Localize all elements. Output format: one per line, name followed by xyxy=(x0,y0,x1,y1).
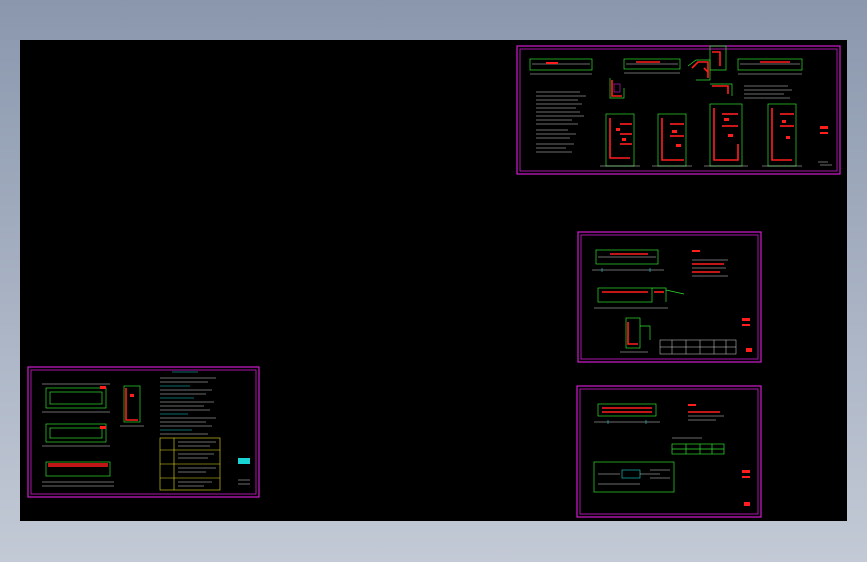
culvert-section xyxy=(620,317,651,353)
spec-table xyxy=(159,437,221,491)
material-table xyxy=(659,339,737,355)
joint-detail-3 xyxy=(709,45,733,96)
box-elevation xyxy=(42,461,114,487)
slab-elevation xyxy=(594,403,660,424)
section-notes xyxy=(744,85,792,99)
wall-section-2 xyxy=(652,113,692,167)
culvert-plan xyxy=(592,249,664,272)
spec-panel xyxy=(160,371,216,435)
beam-elevation-2 xyxy=(623,58,681,74)
rebar-notes xyxy=(692,250,728,277)
quantity-table xyxy=(671,437,725,455)
slab-notes xyxy=(688,404,724,421)
drawing-viewport[interactable] xyxy=(20,40,847,521)
culvert-elevation xyxy=(594,287,685,309)
box-plan-2 xyxy=(42,423,110,447)
wall-section-1 xyxy=(600,113,640,167)
wall-section-4 xyxy=(762,103,802,167)
general-notes xyxy=(536,91,586,153)
sheet-title-stamp xyxy=(742,470,750,506)
wall-section-3 xyxy=(704,103,748,167)
joint-detail-2 xyxy=(687,59,711,81)
sheet-title-stamp xyxy=(818,126,832,166)
joint-detail-1 xyxy=(609,78,625,99)
sheet-bottom-right[interactable] xyxy=(576,385,762,518)
sheet-top-right[interactable] xyxy=(516,45,841,175)
beam-elevation-1 xyxy=(529,58,593,75)
box-section xyxy=(120,385,144,427)
sheet-bottom-left[interactable] xyxy=(27,366,260,498)
beam-elevation-3 xyxy=(737,58,803,75)
flow-diagram xyxy=(593,461,675,493)
sheet-title-stamp xyxy=(238,458,250,485)
drawing-canvas[interactable] xyxy=(20,40,847,521)
box-plan xyxy=(42,383,110,413)
sheet-middle-right[interactable] xyxy=(577,231,762,363)
sheet-title-stamp xyxy=(742,318,752,352)
